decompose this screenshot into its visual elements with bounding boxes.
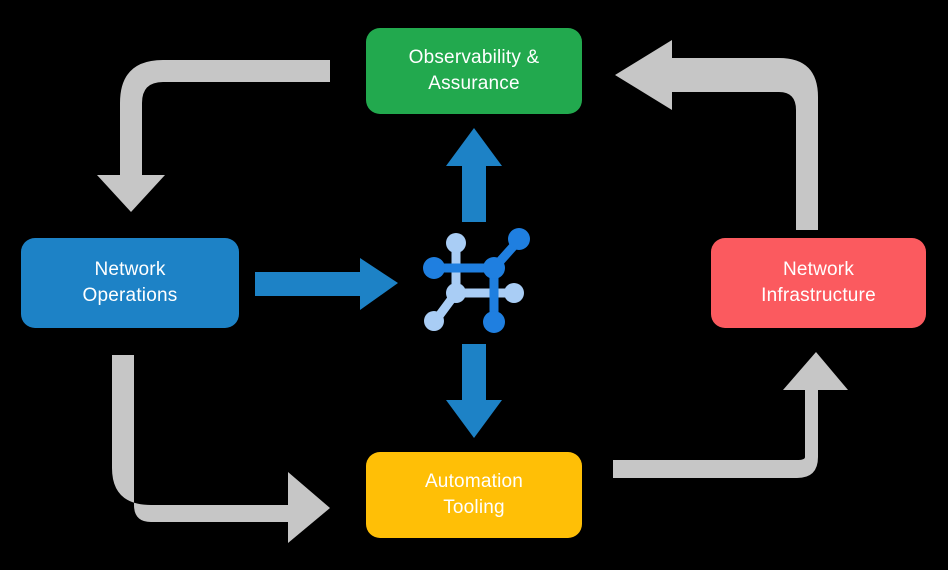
node-label-observability: Observability & Assurance — [408, 47, 540, 94]
connector-network-operations-to-center — [255, 258, 398, 310]
node-observability-and-assurance[interactable]: Observability & Assurance — [366, 28, 582, 114]
connector-network-operations-to-automation-tooling — [112, 355, 330, 543]
node-label-automation-tooling: Automation Tooling — [424, 471, 524, 518]
node-network-infrastructure[interactable]: Network Infrastructure — [711, 238, 926, 328]
connector-center-to-observability — [446, 128, 502, 222]
connector-observability-to-network-operations — [97, 60, 330, 212]
connector-automation-tooling-to-network-infrastructure — [613, 352, 848, 478]
node-label-network-infrastructure: Network Infrastructure — [761, 259, 876, 306]
node-automation-tooling[interactable]: Automation Tooling — [366, 452, 582, 538]
network-topology-icon — [423, 228, 530, 333]
connector-network-infrastructure-to-observability — [615, 40, 818, 230]
node-label-network-operations: Network Operations — [82, 259, 178, 306]
node-network-operations[interactable]: Network Operations — [21, 238, 239, 328]
connector-center-to-automation-tooling — [446, 344, 502, 438]
